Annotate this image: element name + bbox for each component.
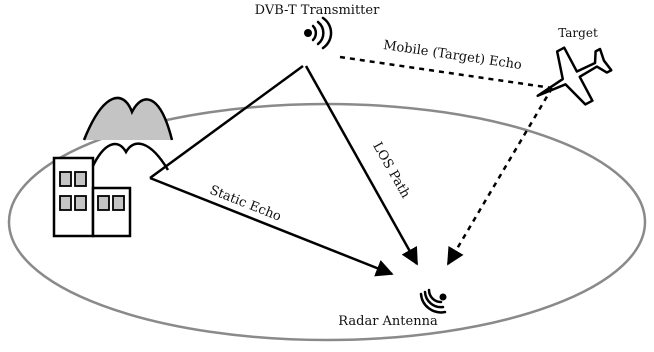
los-path-arrow: [304, 65, 419, 266]
radar-antenna-icon: [419, 288, 447, 314]
target-aircraft-icon: [536, 46, 613, 106]
building-icon: [52, 156, 132, 238]
target-label: Target: [558, 26, 598, 40]
tx-to-building-line: [149, 64, 304, 180]
mountain-icon: [82, 96, 174, 171]
radar-antenna-label: Radar Antenna: [338, 314, 438, 329]
static-echo-label: Static Echo: [207, 183, 283, 225]
target-echo-arrow: [446, 87, 554, 266]
transmitter-label: DVB-T Transmitter: [255, 3, 380, 18]
transmitter-icon: [304, 16, 333, 50]
static-echo-arrow: [149, 176, 394, 277]
target-echo-label: Mobile (Target) Echo: [382, 38, 523, 73]
